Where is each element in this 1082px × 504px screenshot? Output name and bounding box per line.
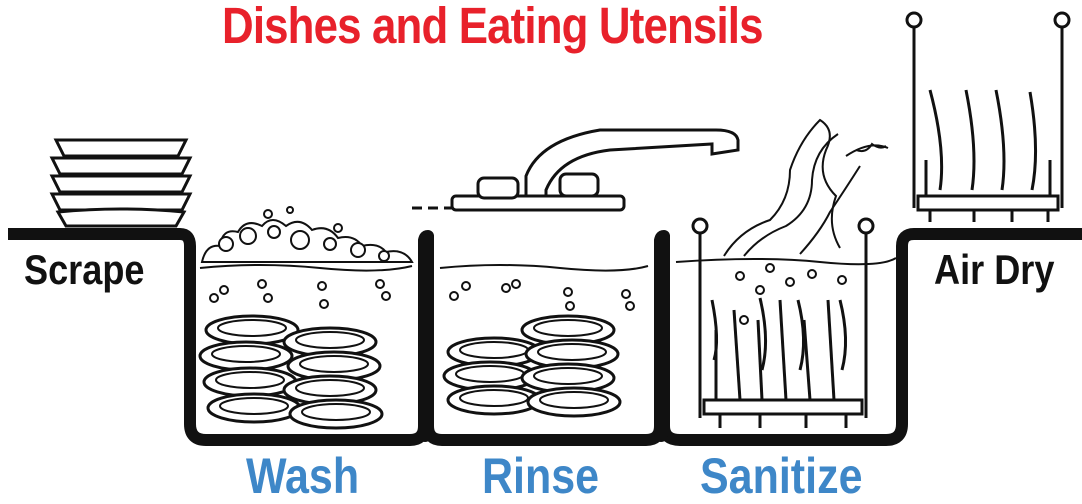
air-dry-label: Air Dry bbox=[934, 246, 1054, 294]
page-title: Dishes and Eating Utensils bbox=[222, 0, 798, 56]
faucet-icon bbox=[412, 130, 738, 210]
drying-rack-icon bbox=[907, 13, 1069, 222]
scrape-label: Scrape bbox=[24, 246, 144, 294]
dish-rack-icon bbox=[693, 219, 873, 428]
rinse-plates-stack bbox=[444, 316, 620, 416]
sanitize-label: Sanitize bbox=[700, 448, 862, 504]
soap-suds-icon bbox=[202, 207, 412, 262]
rinse-bubbles bbox=[450, 280, 634, 310]
wash-plates-stack bbox=[200, 316, 382, 428]
wash-bubbles bbox=[210, 280, 390, 308]
rinse-label: Rinse bbox=[482, 448, 599, 504]
wash-label: Wash bbox=[246, 448, 359, 504]
steam-icon bbox=[724, 120, 888, 256]
stacked-plates-icon bbox=[52, 140, 190, 226]
